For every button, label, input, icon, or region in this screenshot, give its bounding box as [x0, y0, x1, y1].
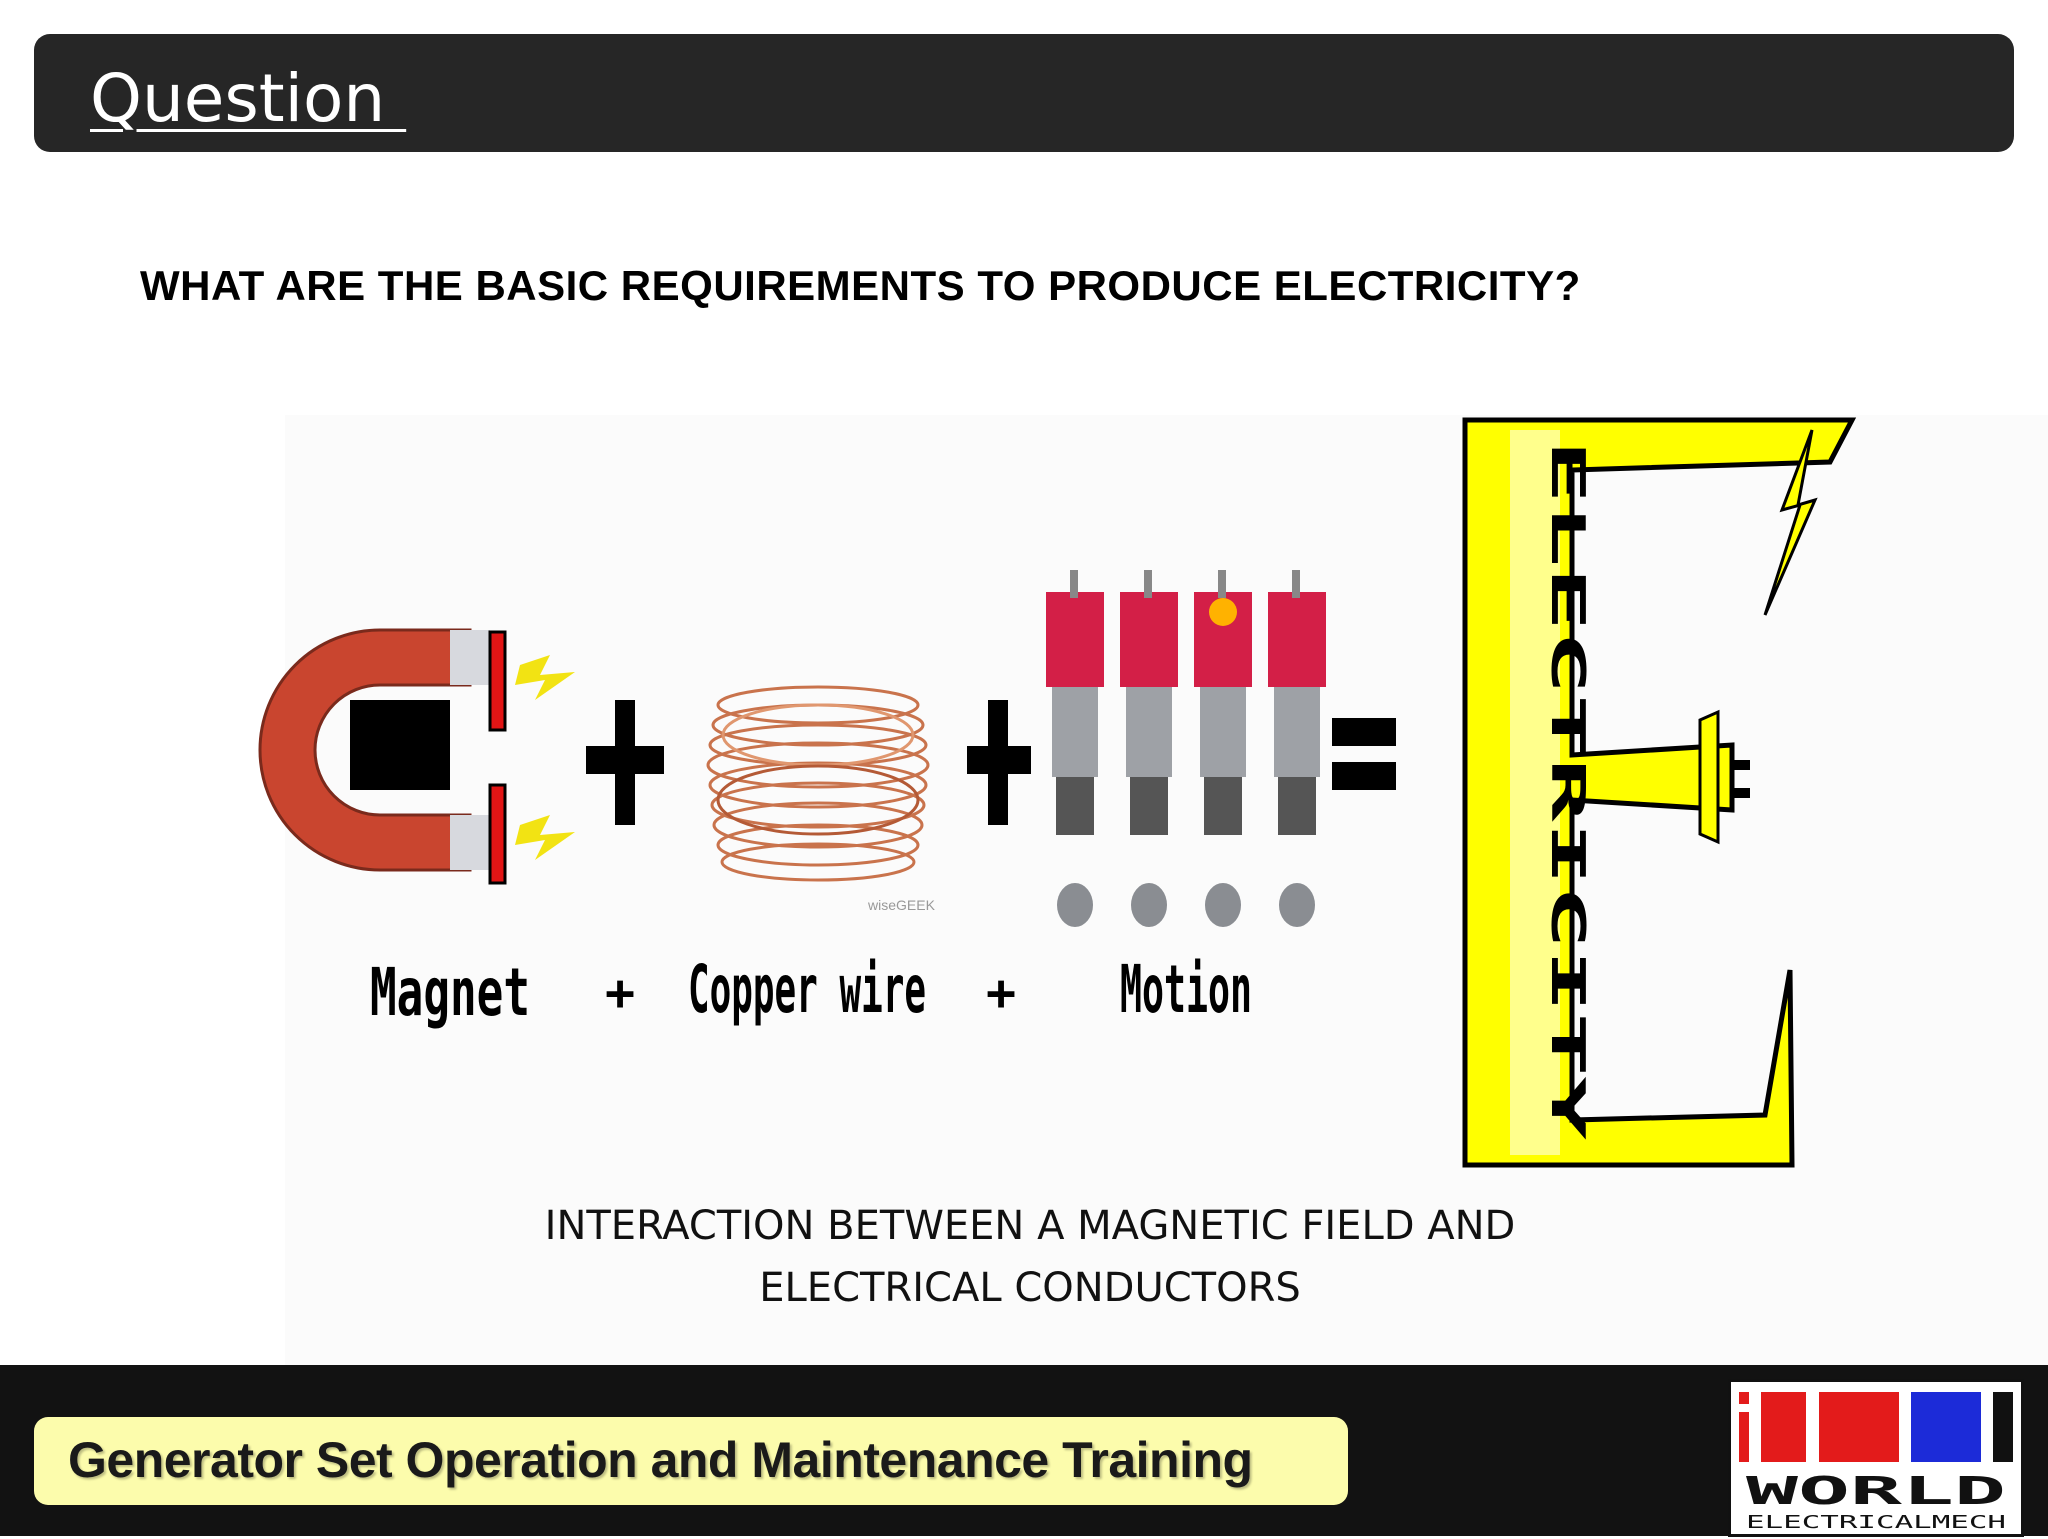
cylinder-3 [1194, 570, 1252, 927]
wisegeek-watermark: wiseGEEK [867, 897, 936, 913]
cylinder-4 [1268, 570, 1326, 927]
magnet-label: Magnet [370, 954, 530, 1031]
question-text: WHAT ARE THE BASIC REQUIREMENTS TO PRODU… [140, 262, 1581, 309]
title-bar: Question [34, 34, 2014, 152]
caption: INTERACTION BETWEEN A MAGNETIC FIELD AND… [460, 1195, 1600, 1319]
training-title: Generator Set Operation and Maintenance … [68, 1432, 1253, 1488]
plus-label-1: + [605, 964, 635, 1022]
plus-sign-2 [967, 700, 1031, 825]
magnet-icon [258, 628, 575, 885]
copper-wire-icon [706, 685, 930, 882]
logo-word: WORLD [1746, 1469, 2006, 1513]
big-e-vertical-text: ELECTRICITY [1541, 440, 1595, 1141]
engine-cylinders-icon [1046, 570, 1326, 927]
caption-line-2: ELECTRICAL CONDUCTORS [759, 1265, 1301, 1311]
footer-title-pill: Generator Set Operation and Maintenance … [34, 1417, 1348, 1505]
world-electricalmech-logo: WORLD ELECTRICALMECH [1728, 1379, 2024, 1537]
caption-line-1: INTERACTION BETWEEN A MAGNETIC FIELD AND [544, 1203, 1516, 1249]
cylinder-2 [1120, 570, 1178, 927]
cylinder-1 [1046, 570, 1104, 927]
plus-sign-1 [586, 700, 664, 825]
logo-subtext: ELECTRICALMECH [1746, 1512, 2006, 1533]
plus-label-2: + [986, 964, 1016, 1022]
electricity-e-icon [1462, 417, 1857, 1168]
footer-bar: Generator Set Operation and Maintenance … [0, 1365, 2048, 1537]
equals-sign [1332, 718, 1396, 790]
copper-wire-label: Copper wire [688, 951, 926, 1028]
slide-title: Question [90, 60, 407, 137]
illustration-background [285, 415, 2048, 1365]
motion-label: Motion [1120, 951, 1252, 1028]
